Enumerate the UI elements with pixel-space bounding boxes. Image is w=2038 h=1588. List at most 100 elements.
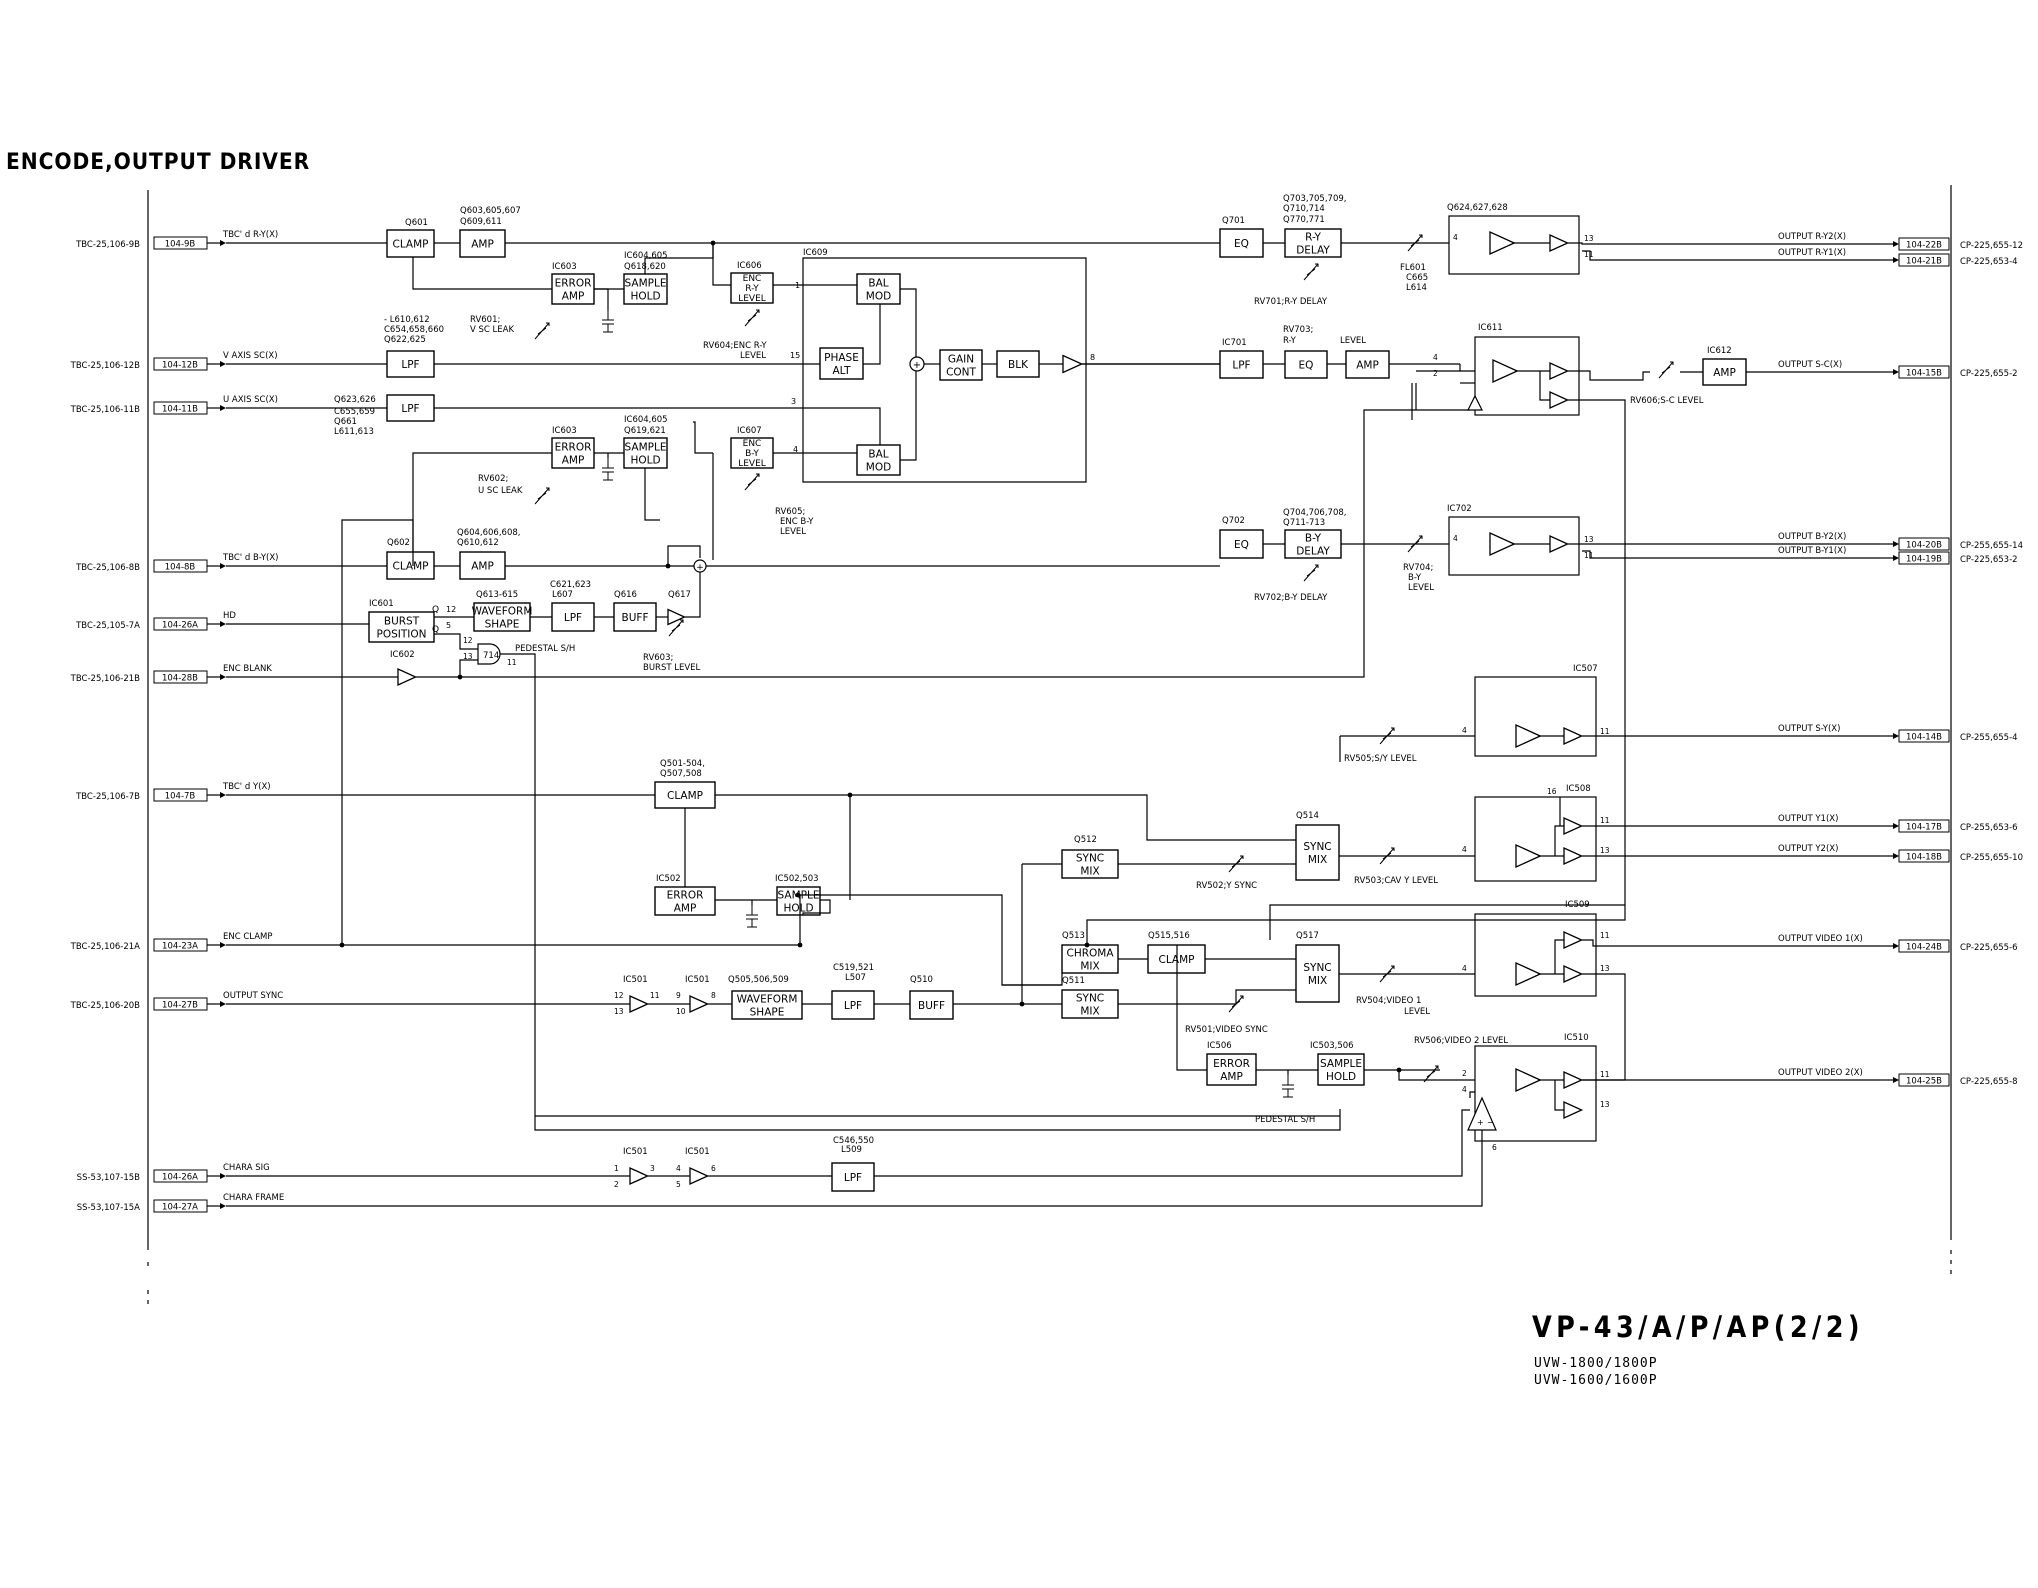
ref-label: IC503,506	[1310, 1041, 1354, 1051]
ref-label: C665	[1406, 273, 1428, 283]
wire	[434, 633, 478, 650]
right-connector-label: 104-22B	[1906, 241, 1942, 251]
pin-number: 2	[1433, 369, 1438, 378]
ref-label: Q711-713	[1283, 518, 1325, 528]
pin-number: 11	[1600, 816, 1610, 825]
pin-number: 16	[1547, 787, 1557, 796]
right-connector-label: 104-14B	[1906, 733, 1942, 743]
pin-number: 2	[1462, 1069, 1467, 1078]
ref-label: IC509	[1565, 900, 1590, 910]
pin-number: 4	[1462, 964, 1467, 973]
input-signal-label: TBC' d B-Y(X)	[222, 553, 278, 563]
block-label: BURST	[384, 615, 420, 627]
buffer-amp	[1563, 816, 1584, 836]
ref-label: Q624,627,628	[1447, 203, 1508, 213]
output-signal-label: OUTPUT VIDEO 2(X)	[1778, 1068, 1863, 1078]
block-label: CLAMP	[393, 238, 429, 250]
ref-label: PEDESTAL S/H	[1255, 1115, 1315, 1125]
block-box	[819, 347, 864, 380]
block-label: MIX	[1080, 960, 1099, 972]
ref-label: Q603,605,607	[460, 206, 521, 216]
model-subtitle-1: UVW-1800/1800P	[1534, 1356, 1658, 1371]
ref-label: Q514	[1296, 811, 1319, 821]
variable-resistor-symbol	[1407, 535, 1423, 553]
left-source-label: SS-53,107-15B	[77, 1173, 140, 1183]
right-connector-box	[1898, 253, 1950, 267]
left-source-label: TBC-25,106-12B	[70, 361, 141, 371]
block-label: R-Y	[745, 284, 759, 294]
wire	[644, 468, 660, 521]
ref-label: IC501	[623, 975, 648, 985]
pin-number: 5	[446, 621, 451, 630]
left-source-label: TBC-25,106-11B	[70, 405, 141, 415]
ref-label: PEDESTAL S/H	[515, 644, 575, 654]
block-box	[551, 273, 595, 305]
sum-sign: +	[913, 360, 921, 371]
block-box	[909, 990, 954, 1020]
ref-label: U SC LEAK	[478, 486, 523, 496]
block-box	[831, 1162, 875, 1192]
ref-label: Q702	[1222, 516, 1245, 526]
buffer-amp	[1549, 390, 1570, 410]
ref-label: RV506;VIDEO 2 LEVEL	[1414, 1036, 1508, 1046]
arrow	[1893, 1077, 1899, 1083]
wire	[1118, 989, 1296, 1005]
wire	[1554, 1080, 1564, 1111]
ref-label: RV704;	[1403, 563, 1433, 573]
block-label: ERROR	[555, 277, 592, 289]
arrow	[1893, 555, 1899, 561]
arrow	[1893, 853, 1899, 859]
pin-number: 13	[1600, 1100, 1610, 1109]
wire	[1554, 825, 1564, 856]
right-connector-box	[1898, 939, 1950, 953]
wire	[1539, 371, 1550, 401]
pin-number: 1	[614, 1164, 619, 1173]
block-label: ENC	[743, 439, 762, 449]
buffer-amp	[1515, 723, 1542, 749]
block-label: WAVEFORM	[472, 605, 533, 617]
ref-label: IC501	[623, 1147, 648, 1157]
ref-label: L614	[1406, 283, 1427, 293]
block-label: LEVEL	[738, 459, 766, 469]
ic609-frame	[802, 257, 1087, 483]
wire	[693, 421, 713, 454]
block-box	[473, 602, 531, 632]
block-label: HOLD	[630, 290, 660, 302]
block-label: SAMPLE	[625, 441, 667, 453]
pin-number: 11	[1600, 727, 1610, 736]
block-label: EQ	[1234, 238, 1249, 250]
left-source-label: TBC-25,105-7A	[75, 621, 140, 631]
wire	[500, 653, 1341, 1131]
wire	[685, 572, 701, 618]
variable-resistor-symbol	[1228, 855, 1244, 873]
left-connector-label: 104-9B	[165, 240, 196, 250]
wire	[863, 304, 881, 365]
ref-label: IC501	[685, 1147, 710, 1157]
variable-resistor-symbol	[1658, 361, 1674, 379]
ref-label: IC502,503	[775, 874, 819, 884]
ref-label: V SC LEAK	[470, 325, 514, 335]
ic509-frame	[1474, 913, 1597, 997]
ref-label: RV701;R-Y DELAY	[1254, 297, 1328, 307]
block-label: EQ	[1234, 539, 1249, 551]
wire	[1582, 250, 1880, 261]
block-label: AMP	[562, 454, 585, 466]
block-box	[386, 350, 435, 378]
ref-label: Q512	[1074, 835, 1097, 845]
pin-number: 8	[1090, 353, 1095, 362]
arrow	[220, 674, 226, 680]
arrow	[220, 942, 226, 948]
input-signal-label: V AXIS SC(X)	[223, 351, 278, 361]
block-box	[1284, 529, 1342, 559]
wire	[1554, 939, 1564, 974]
arrow	[220, 621, 226, 627]
ic508-frame	[1474, 796, 1597, 882]
pin-number: 3	[650, 1164, 655, 1173]
buffer-amp	[1563, 1100, 1584, 1120]
input-signal-label: ENC BLANK	[223, 664, 272, 674]
block-label: SYNC	[1076, 852, 1104, 864]
ref-label: L607	[552, 590, 573, 600]
right-connector-box	[1898, 819, 1950, 833]
ref-label: Q610,612	[457, 538, 499, 548]
